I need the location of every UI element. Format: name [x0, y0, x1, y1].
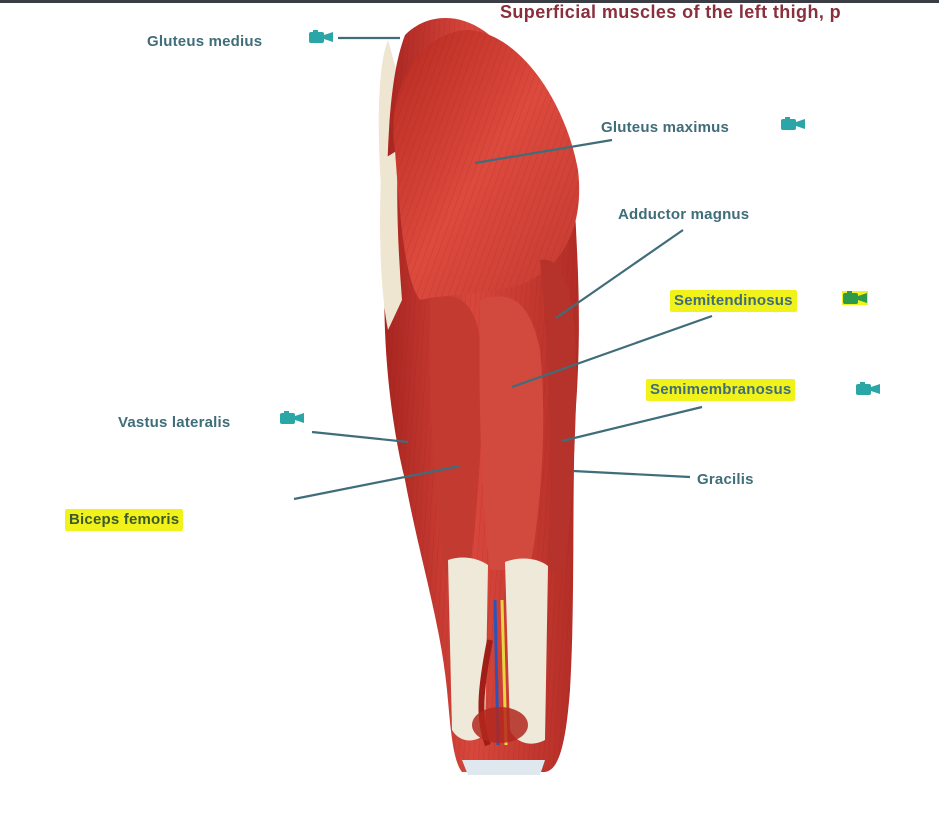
video-camera-icon[interactable] — [842, 291, 868, 305]
lateral-fascia-shape — [380, 150, 402, 330]
label-biceps-femoris: Biceps femoris — [65, 509, 184, 531]
video-camera-icon[interactable] — [855, 382, 881, 396]
semitendinosus-shape — [479, 296, 544, 570]
video-camera-icon[interactable] — [780, 117, 806, 131]
label-vastus-lateralis: Vastus lateralis — [118, 414, 231, 431]
label-gluteus-maximus: Gluteus maximus — [601, 119, 730, 136]
biceps-femoris-shape — [429, 296, 482, 575]
label-semimembranosus: Semimembranosus — [646, 379, 796, 401]
top-border — [0, 0, 939, 3]
tendon-right — [505, 558, 548, 744]
leader-lines — [293, 36, 713, 501]
label-gracilis: Gracilis — [697, 471, 754, 488]
label-adductor-magnus: Adductor magnus — [618, 206, 750, 223]
video-camera-icon[interactable] — [308, 30, 334, 44]
video-camera-icon[interactable] — [279, 411, 305, 425]
adductor-shape — [540, 259, 577, 570]
tendon-left — [448, 557, 488, 741]
label-semitendinosus: Semitendinosus — [670, 290, 797, 312]
diagram-title: Superficial muscles of the left thigh, p — [500, 2, 842, 22]
label-gluteus-medius: Gluteus medius — [147, 33, 263, 50]
